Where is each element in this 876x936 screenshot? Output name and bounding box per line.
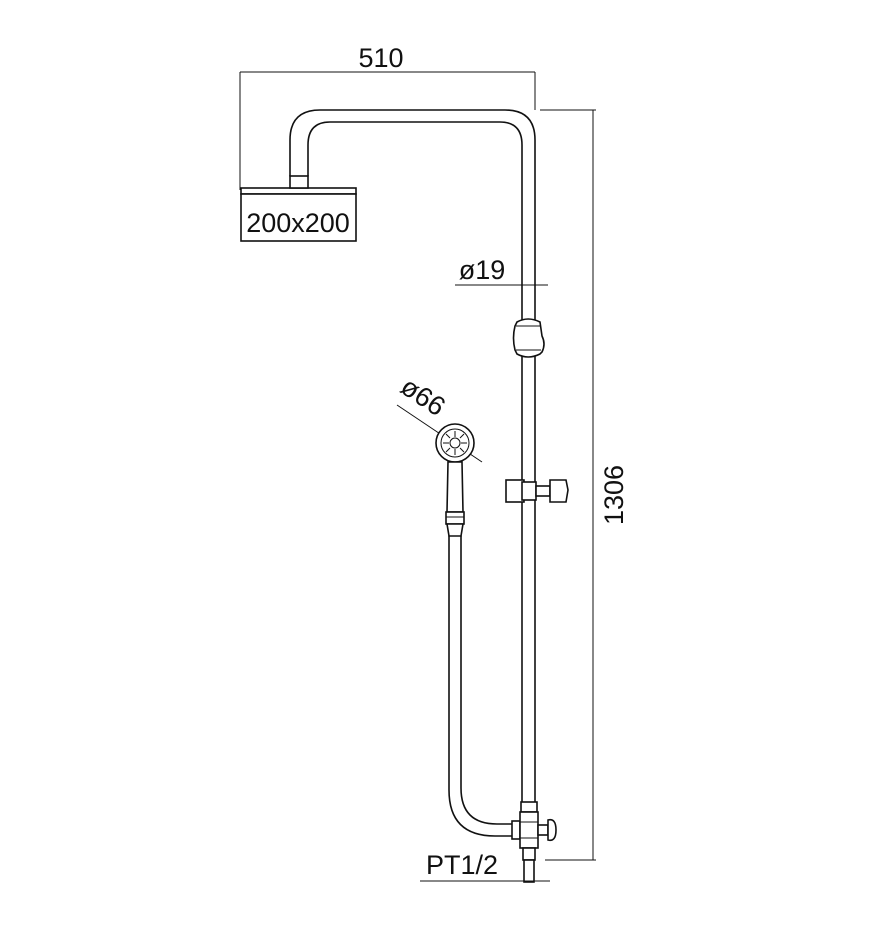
- hand-shower-handle: [446, 461, 464, 513]
- shower-head-nut: [289, 175, 309, 189]
- inlet-thread-dimension: PT1/2: [420, 850, 550, 882]
- diverter-hose-nut: [511, 820, 521, 840]
- riser-pipe: [521, 284, 536, 811]
- hand-shower-cone: [446, 523, 464, 537]
- hand-shower-nozzles: [443, 431, 467, 455]
- nozzle: [445, 447, 451, 453]
- sliding-holder: [505, 479, 569, 503]
- inlet-thread-label: PT1/2: [426, 850, 498, 880]
- flexible-hose: [448, 535, 513, 837]
- hose-inner: [460, 535, 513, 825]
- width-dimension: 510: [239, 43, 536, 190]
- pipe-diameter-label: ø19: [459, 255, 506, 285]
- diverter-knob: [547, 818, 557, 842]
- hand-shower-handle-nut: [445, 511, 465, 525]
- height-dimension-label: 1306: [599, 465, 629, 525]
- hand-shower-face-center: [449, 437, 461, 449]
- width-dimension-label: 510: [358, 43, 403, 73]
- hand-shower-face-outer: [435, 423, 475, 463]
- shower-head-size-box: [240, 193, 357, 242]
- diverter-valve: [511, 801, 557, 883]
- diverter-stem: [537, 824, 549, 836]
- height-dimension: 1306: [540, 109, 629, 861]
- diverter-body: [519, 811, 539, 849]
- holder-slider: [521, 481, 537, 501]
- holder-neck: [535, 485, 551, 497]
- nozzle: [445, 433, 451, 439]
- hose-outer: [448, 535, 513, 837]
- nozzle: [459, 447, 465, 453]
- shower-head-plate: [240, 187, 357, 195]
- shower-arm: [289, 109, 536, 286]
- shower-head-size-label: 200x200: [246, 208, 350, 238]
- shower-arm-inner: [307, 121, 523, 286]
- hand-shower-face-ring: [440, 428, 470, 458]
- inlet-pipe: [523, 859, 535, 883]
- diverter-lower-neck: [522, 847, 536, 861]
- nozzle: [459, 433, 465, 439]
- hand-shower: [435, 423, 475, 537]
- overhead-shower-head: 200x200: [240, 175, 357, 242]
- holder-knob: [549, 479, 569, 503]
- diverter-top-nut: [520, 801, 538, 813]
- upper-clamp-body: [512, 318, 545, 358]
- shower-arm-outer: [289, 109, 536, 286]
- hand-shower-diameter-label: ø66: [395, 371, 450, 422]
- upper-pipe-clamp: [512, 318, 545, 358]
- pipe-diameter-dimension: ø19: [455, 255, 548, 286]
